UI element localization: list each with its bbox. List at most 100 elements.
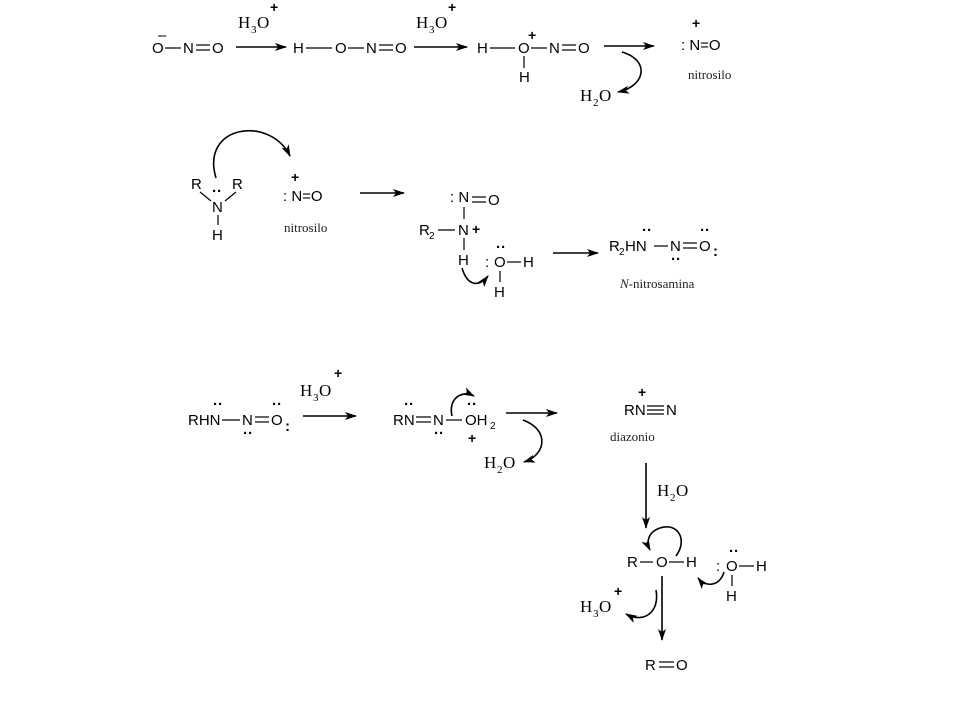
hydronium-release-curved-arrow [625,589,658,623]
r2-group: R [609,238,620,255]
water-base-1: ·· : O H H [485,239,534,301]
oxygen: O [271,412,283,429]
oxygen: O [656,554,668,571]
reagent-water-3: H 2 O [657,481,688,504]
reagent-hydronium-1: H 3 O + [238,0,278,36]
amine-nitrogen: N [212,199,223,216]
hydronium-subscript: 3 [429,24,435,36]
plus-charge: + [472,221,480,237]
oxonium-group: OH [465,412,488,429]
water-o: O [503,453,515,472]
hydronium-subscript: 3 [251,24,257,36]
lone-pair-top: ·· [729,543,739,560]
water-hydrogen-right: H [756,558,767,575]
oxygen: O [676,657,688,674]
r-group: R [645,657,656,674]
nitrite-oxygen: O [152,40,164,57]
plus-charge: + [692,15,700,31]
nitroso-oxygen: O [488,192,500,209]
r2-group: R [419,222,430,239]
hydronium-o: O [435,13,447,32]
nitrite-ion: O – N O [152,27,224,57]
reagent-water-1: H 2 O [580,86,611,109]
water-o: O [599,86,611,105]
nitrogen: N [242,412,253,429]
reagent-hydronium-3: H 3 O + [300,365,342,404]
plus-charge: + [614,583,622,599]
nitrosamine-start: RHN ·· N ·· O ·· : [188,396,290,442]
reagent-hydronium-2: H 3 O + [416,0,456,36]
plus-charge: + [334,365,342,381]
nitrite-nitrogen: N [183,40,194,57]
water-subscript: 2 [593,97,599,109]
hydronium-o: O [257,13,269,32]
reagent-hydronium-4: H 3 O + [580,583,622,620]
lone-pair-bottom: ·· [243,425,253,442]
hydronium-h: H [416,13,428,32]
hydrogen: H [293,40,304,57]
plus-charge: + [291,169,299,185]
ammonium-hydrogen: H [458,252,469,269]
lone-pair-bottom: ·· [671,251,681,268]
lone-pair-top-o: ·· [467,396,477,413]
water-loss-curved-arrow [522,419,543,463]
bond-right [224,191,237,202]
lone-pair-left: : [485,254,489,271]
water-hydrogen-below: H [726,588,737,605]
water-hydrogen-below: H [494,284,505,301]
bond-reorganization-curved-arrow [641,526,682,557]
plus-charge: + [270,0,278,15]
nitrous-acid: H O N O [293,40,407,57]
plus-charge: + [448,0,456,15]
nitroso-nitrogen: : N [450,189,469,206]
protonated-alcohol: R O H [627,554,697,571]
hydronium-h: H [238,13,250,32]
hydronium-h: H [580,597,592,616]
lone-pair-top: ·· [213,396,223,413]
water-h: H [580,86,592,105]
carbonyl-product: R O [645,657,688,674]
r2-subscript: 2 [429,231,435,242]
deprotonation-curved-arrow [697,571,725,590]
r2-subscript: 2 [619,247,625,258]
nitrosyl-cation-2: + : N=O nitrosilo [283,169,327,235]
lone-pair-left: : [716,558,720,575]
rn-group: RN [624,402,646,419]
water-hydrogen-right: H [523,254,534,271]
nitrosyl-caption: nitrosilo [688,67,731,82]
water-subscript: 2 [670,492,676,504]
plus-charge: + [468,430,476,446]
nitrogen: N [549,40,560,57]
nitrogen: N [366,40,377,57]
water-h: H [657,481,669,500]
nitrosamine-caption: N-nitrosamina [619,276,695,291]
nitroso-oxygen: O [699,238,711,255]
lone-pair-right-o: : [285,418,290,435]
diazonium-caption: diazonio [610,429,655,444]
hydrogen: H [686,554,697,571]
hydronium-o: O [599,597,611,616]
hydronium-o: O [319,381,331,400]
terminal-nitrogen: N [666,402,677,419]
oxygen-2: O [395,40,407,57]
caption-italic-n: N [619,276,630,291]
hydrogen: H [477,40,488,57]
caption-rest: -nitrosamina [629,276,695,291]
electron-push-curved-arrow [450,387,475,417]
oxygen: O [335,40,347,57]
secondary-amine: R R ·· N H [191,176,243,244]
hydronium-subscript: 3 [593,608,599,620]
lone-pair-right-o: : [713,243,718,260]
water-o: O [676,481,688,500]
nitrogen: N [433,412,444,429]
lone-pair: ·· [212,183,222,200]
r-group-left: R [191,176,202,193]
diazonium-ion: + RN N diazonio [610,384,677,444]
negative-charge: – [158,27,167,44]
n-nitrosamine: R 2 HN ·· N ·· O ·· : N-nitrosamina [609,222,718,291]
rhn-group: RHN [188,412,221,429]
lone-pair-top: ·· [496,239,506,256]
r-group: R [627,554,638,571]
nitroso-nitrogen: N [670,238,681,255]
